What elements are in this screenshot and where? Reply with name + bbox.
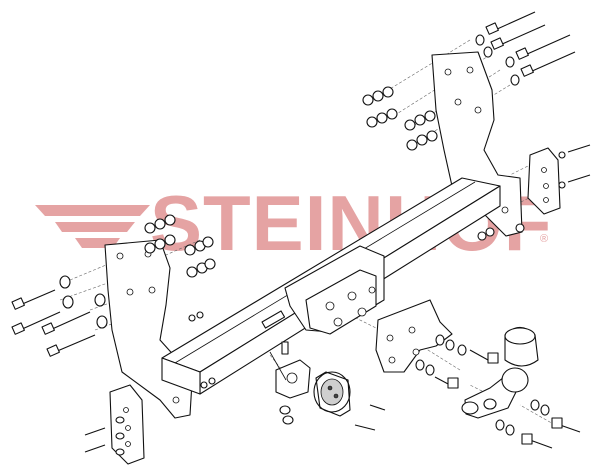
tow-ball	[501, 367, 529, 393]
watermark-registered-mark: ®	[540, 233, 548, 245]
bolt	[521, 433, 553, 449]
bracket-bolt	[281, 341, 289, 355]
bolt	[567, 144, 591, 153]
hitch-mount-plate	[375, 299, 453, 373]
bolt	[469, 349, 499, 364]
bolts	[11, 11, 591, 453]
bolt	[41, 311, 91, 335]
bolt	[485, 11, 536, 35]
washers-and-nuts	[59, 34, 566, 456]
bolt	[11, 289, 56, 310]
tow-ball-assembly	[461, 326, 539, 419]
electrical-socket	[313, 371, 351, 417]
bolt	[369, 404, 386, 411]
bolt	[434, 376, 459, 389]
beam-slot	[261, 310, 286, 329]
bolt	[84, 444, 106, 453]
bolt	[354, 424, 376, 431]
watermark-logo-swoosh-icon	[35, 205, 150, 248]
socket-bracket	[269, 341, 311, 399]
left-side-bracket	[109, 384, 145, 465]
bolt	[11, 311, 61, 335]
right-side-bracket	[527, 147, 561, 215]
bolt	[567, 174, 591, 183]
bolt	[490, 24, 546, 50]
central-hitch-bracket	[284, 245, 385, 335]
bolt	[84, 427, 106, 436]
bolt	[46, 334, 96, 357]
bolt	[551, 417, 581, 433]
bolt	[520, 51, 576, 77]
bolt	[515, 34, 571, 60]
